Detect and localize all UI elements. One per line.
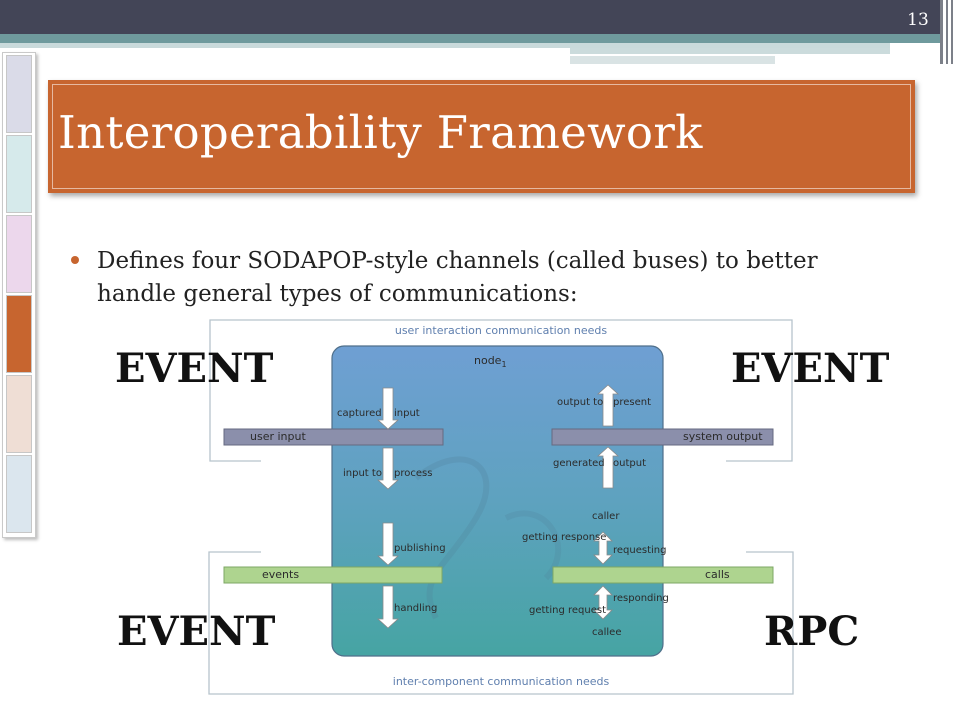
bus-diagram-graphic [208, 319, 794, 695]
slide-top-accent [0, 43, 890, 48]
node-decoration [414, 456, 490, 620]
system-output-bus [551, 428, 774, 446]
arrow-label-handling: handling [394, 603, 438, 614]
arrow-label-input: input [394, 408, 420, 419]
double-arrow [593, 531, 613, 565]
arrow-label-input-to: input to [343, 468, 382, 479]
arrow-label-getting-request: getting request [529, 605, 606, 616]
down-arrow [376, 447, 400, 490]
arrow-label-getting-response: getting response [522, 532, 607, 543]
bus-type-label-top-right: EVENT [731, 345, 890, 392]
events-bus [223, 566, 443, 584]
page-title: Interoperability Framework [58, 106, 703, 159]
arrow-label-captured: captured [337, 408, 382, 419]
bus-diagram: user interaction communication needs int… [206, 318, 796, 696]
arrow-label-responding: responding [613, 593, 669, 604]
arrow-label-process: process [394, 468, 433, 479]
color-swatch [6, 135, 32, 213]
top-section-heading: user interaction communication needs [394, 324, 608, 337]
arrow-label-requesting: requesting [613, 545, 667, 556]
slide-corner-line [940, 0, 943, 64]
arrow-label-output: output [613, 458, 646, 469]
system-output-bus-label: system output [683, 430, 763, 443]
arrow-label-output-to: output to [557, 397, 604, 408]
slide-top-accent [570, 56, 775, 64]
user-input-bus-label: user input [250, 430, 306, 443]
bullet-text: Defines four SODAPOP-style channels (cal… [97, 248, 818, 307]
slide-top-bar [0, 0, 940, 34]
page-number: 13 [907, 10, 929, 30]
slide-top-strip [0, 34, 940, 43]
arrow-label-generated: generated [553, 458, 605, 469]
arrow-label-callee: callee [592, 627, 622, 638]
bullet-point-icon [71, 256, 79, 264]
color-swatch [6, 455, 32, 533]
bottom-section-heading: inter-component communication needs [392, 675, 610, 688]
bus-type-label-bottom-left: EVENT [117, 608, 276, 655]
node-label-text: node [474, 354, 502, 367]
color-swatch [6, 215, 32, 293]
up-arrow [596, 446, 620, 489]
color-swatch-panel [2, 52, 36, 538]
slide-corner-line [946, 0, 948, 64]
bottom-bracket [208, 551, 794, 695]
node-label-subscript: 1 [501, 360, 507, 370]
slide-top-accent [570, 48, 890, 54]
top-bracket [209, 319, 793, 462]
node-label: node1 [474, 354, 507, 369]
title-banner-border [52, 84, 911, 189]
calls-bus-label: calls [705, 568, 730, 581]
arrow-label-publishing: publishing [394, 543, 446, 554]
calls-bus [552, 566, 774, 584]
down-arrow [376, 522, 400, 566]
down-arrow [376, 387, 400, 430]
color-swatch [6, 55, 32, 133]
double-arrow [593, 585, 613, 620]
arrow-label-caller: caller [592, 511, 620, 522]
arrow-label-present: present [613, 397, 652, 408]
up-arrow [596, 384, 620, 427]
slide-corner-line [951, 0, 953, 64]
title-banner: Interoperability Framework [48, 80, 915, 193]
down-arrow [376, 585, 400, 629]
user-input-bus [223, 428, 444, 446]
color-swatch [6, 375, 32, 453]
bus-type-label-bottom-right: RPC [764, 608, 860, 655]
bus-type-label-top-left: EVENT [115, 345, 274, 392]
color-swatch [6, 295, 32, 373]
events-bus-label: events [262, 568, 300, 581]
